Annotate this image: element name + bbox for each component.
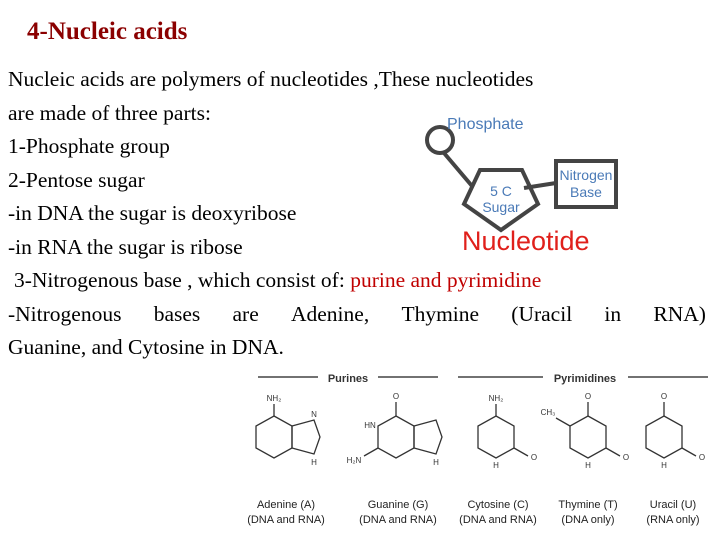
- atom-label: H: [433, 458, 439, 467]
- body-line-2: are made of three parts:: [8, 100, 211, 125]
- phosphate-label: Phosphate: [447, 116, 524, 133]
- body-line-1: Nucleic acids are polymers of nucleotide…: [8, 67, 534, 91]
- nucleotide-caption: Nucleotide: [462, 226, 590, 256]
- sugar-label: Sugar: [482, 199, 520, 215]
- line8-word: are: [232, 301, 259, 326]
- atom-label: H: [661, 461, 667, 470]
- guanine-name: Guanine (G): [368, 499, 429, 511]
- body-line-7-prefix: 3-Nitrogenous base , which consist of:: [14, 268, 351, 292]
- uracil-name: Uracil (U): [650, 499, 696, 511]
- body-line-5: -in DNA the sugar is deoxyribose: [8, 201, 297, 225]
- atom-label: O: [623, 453, 629, 462]
- uracil-ring: [645, 415, 683, 459]
- body-line-7: 3-Nitrogenous base , which consist of: p…: [8, 264, 706, 298]
- atom-label: O: [531, 453, 537, 462]
- nitrogen-label: Nitrogen: [560, 167, 613, 183]
- uracil-bond: [681, 447, 697, 457]
- sugar-base-bond: [523, 181, 557, 190]
- base-label: Base: [570, 184, 602, 200]
- nitrogenous-bases-figure: Purines Pyrimidines NH₂ N H O HN H₂N H N…: [248, 373, 708, 526]
- body-line-3: 1-Phosphate group: [8, 134, 170, 158]
- line8-word: in: [604, 301, 622, 326]
- line8-word: Adenine,: [290, 301, 370, 326]
- nitrogen-base-box: [554, 159, 618, 209]
- thymine-bond: [605, 447, 621, 457]
- atom-label: O: [393, 392, 399, 401]
- line8-word: (Uracil: [511, 301, 573, 326]
- body-line-8: -Nitrogenous bases are Adenine, Thymine …: [8, 298, 706, 332]
- body-line-9: Guanine, and Cytosine in DNA.: [8, 335, 284, 359]
- nucleotide-diagram: Phosphate 5 C Sugar Nitrogen Base Nucleo…: [425, 116, 618, 256]
- thymine-bond: [555, 417, 571, 427]
- thymine-name: Thymine (T): [558, 499, 617, 511]
- atom-label: N: [311, 410, 317, 419]
- pyrimidines-header: Pyrimidines: [554, 373, 616, 385]
- sugar-label-5c: 5 C: [490, 183, 512, 199]
- thymine-ring: [569, 415, 607, 459]
- line8-word: -Nitrogenous: [8, 301, 122, 326]
- atom-label: NH₂: [489, 394, 504, 403]
- adenine-name: Adenine (A): [257, 499, 315, 511]
- line8-word: Thymine: [401, 301, 480, 326]
- guanine-note: (DNA and RNA): [359, 514, 437, 526]
- adenine-ring: [255, 415, 293, 459]
- atom-label: NH₂: [267, 394, 282, 403]
- cytosine-name: Cytosine (C): [467, 499, 528, 511]
- atom-label: H: [311, 458, 317, 467]
- uracil-note: (RNA only): [646, 514, 699, 526]
- atom-label: H: [585, 461, 591, 470]
- purines-header: Purines: [328, 373, 368, 385]
- line8-word: RNA): [653, 301, 706, 326]
- guanine-ring-5: [413, 419, 443, 455]
- cytosine-note: (DNA and RNA): [459, 514, 537, 526]
- atom-label: HN: [364, 421, 376, 430]
- body-line-4: 2-Pentose sugar: [8, 167, 145, 192]
- guanine-bond: [363, 447, 379, 457]
- adenine-note: (DNA and RNA): [248, 514, 325, 526]
- cytosine-ring: [477, 415, 515, 459]
- slide-body: Nucleic acids are polymers of nucleotide…: [8, 63, 706, 365]
- atom-label: O: [585, 392, 591, 401]
- purine-pyrimidine-highlight: purine and pyrimidine: [350, 268, 542, 292]
- atom-label: O: [661, 392, 667, 401]
- phosphate-sugar-bond: [442, 151, 474, 188]
- adenine-ring-5: [291, 419, 321, 455]
- phosphate-circle: [425, 125, 455, 155]
- slide-title: 4-Nucleic acids: [27, 18, 188, 45]
- body-line-6: -in RNA the sugar is ribose: [8, 234, 243, 259]
- atom-label: O: [699, 453, 705, 462]
- line8-word: bases: [153, 301, 201, 326]
- atom-label: H₂N: [347, 456, 362, 465]
- atom-label: H: [493, 461, 499, 470]
- guanine-ring: [377, 415, 415, 459]
- atom-label: CH₃: [541, 408, 556, 417]
- cytosine-bond: [513, 447, 529, 457]
- thymine-note: (DNA only): [561, 514, 614, 526]
